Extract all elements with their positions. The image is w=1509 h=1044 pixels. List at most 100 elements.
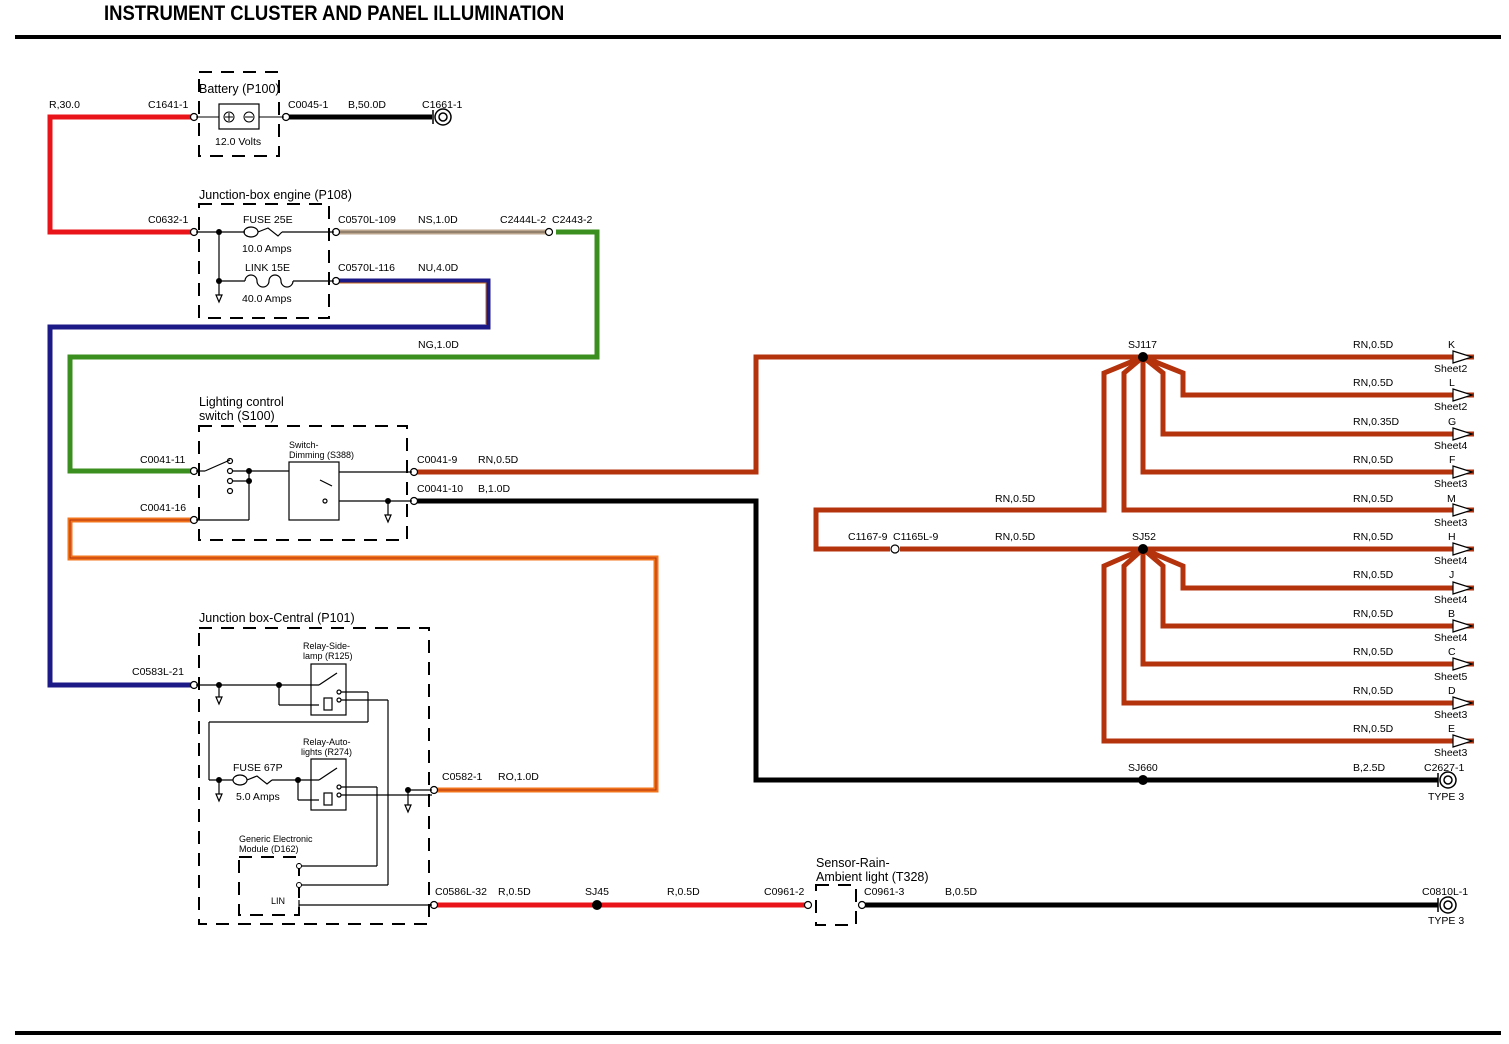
terminal-type-c2627: TYPE 3 [1428,791,1464,803]
junction-central-box [198,627,430,925]
fuse-25e-label: FUSE 25E [243,214,293,226]
wire-b10 [414,498,1438,783]
dimming-switch-box [288,461,340,521]
battery-minus-icon [243,111,255,123]
connector-c0570-116: C0570L-116 [338,262,395,274]
output-letter: G [1448,416,1456,428]
splice-sj117 [1138,352,1148,362]
splice-sj52 [1138,544,1148,554]
splice-sj660 [1138,775,1148,785]
arrow-g [1452,427,1474,441]
junction-central-internals [196,663,432,916]
connector-c1641: C1641-1 [148,99,188,111]
output-wire-label: RN,0.5D [1353,723,1394,735]
gem-lin-label: LIN [271,896,285,906]
relay-side-name-2: lamp (R125) [303,651,353,661]
wire-nu40-tracer [336,282,487,325]
fuse-67p-rating: 5.0 Amps [236,791,280,803]
wire-label-b05: B,0.5D [945,886,978,898]
output-letter: K [1448,339,1455,351]
splice-sj660-label: SJ660 [1128,762,1158,774]
link-15e-label: LINK 15E [245,262,290,274]
battery-name: Battery (P100) [199,82,280,96]
battery-box [198,71,280,157]
sensor-name-1: Sensor-Rain- [816,856,890,870]
earth-c0810 [1437,896,1457,914]
output-letter: M [1447,493,1456,505]
arrow-c [1452,657,1474,671]
arrow-f [1452,465,1474,479]
connector-c0041-16: C0041-16 [140,502,186,514]
output-wire-label: RN,0.5D [1353,608,1394,620]
connector-c0961-2: C0961-2 [764,886,804,898]
output-letter: D [1448,685,1456,697]
output-sheet: Sheet4 [1434,440,1467,452]
output-sheet: Sheet4 [1434,632,1467,644]
wire-label-b50: B,50.0D [348,99,386,111]
output-letter: E [1448,723,1455,735]
connector-c0583: C0583L-21 [132,666,184,678]
wire-nu40 [47,278,491,688]
splice-sj45-label: SJ45 [585,886,609,898]
output-letter: H [1448,531,1456,543]
output-wire-label: RN,0.5D [1353,493,1394,505]
wire-label-b10: B,1.0D [478,483,511,495]
output-sheet: Sheet3 [1434,709,1467,721]
lighting-switch-name-2: switch (S100) [199,409,275,423]
gem-name-1: Generic Electronic [239,834,313,844]
splice-sj117-label: SJ117 [1128,339,1157,351]
connector-pins [189,112,900,910]
output-sheet: Sheet3 [1434,517,1467,529]
output-letter: C [1448,646,1456,658]
connector-c1165: C1165L-9 [893,531,938,543]
connector-c2627: C2627-1 [1424,762,1464,774]
earth-c2627 [1437,771,1457,789]
sj52-branches [1101,546,1474,744]
output-letter: B [1448,608,1455,620]
fuse-67p-label: FUSE 67P [233,762,283,774]
connector-c0045: C0045-1 [288,99,328,111]
bottom-rule [15,1031,1501,1035]
fuse-25e-icon [243,226,259,238]
terminal-type-c0810: TYPE 3 [1428,915,1464,927]
output-sheet: Sheet2 [1434,363,1467,375]
fuse-25e-rating: 10.0 Amps [242,243,292,255]
fuse-67p-icon [232,774,248,786]
top-rule [15,35,1501,39]
wire-ro10 [67,517,659,793]
switch-lever-icon [204,459,231,472]
connector-c0041-10: C0041-10 [417,483,463,495]
wire-label-rn-c1165: RN,0.5D [995,531,1036,543]
gem-name-2: Module (D162) [239,844,299,854]
wire-label-ro10: RO,1.0D [498,771,539,783]
output-wire-label: RN,0.5D [1353,377,1394,389]
arrow-h [1452,542,1474,556]
connector-c0586: C0586L-32 [435,886,487,898]
arrow-j [1452,581,1474,595]
output-wire-label: RN,0.5D [1353,454,1394,466]
junction-engine-internals [196,226,334,304]
splice-sj45 [592,900,602,910]
wire-label-r30: R,30.0 [49,99,80,111]
output-wire-label: RN,0.5D [1353,646,1394,658]
junction-engine-name: Junction-box engine (P108) [199,188,352,202]
output-sheet: Sheet4 [1434,594,1467,606]
connector-c0041-9: C0041-9 [417,454,457,466]
relay-auto-lights-box [310,758,347,811]
relay-side-lamp-box [310,663,347,716]
wire-label-ns10: NS,1.0D [418,214,458,226]
lighting-switch-box [198,425,408,541]
wire-label-rn-sj117-loop: RN,0.5D [995,493,1036,505]
output-arrows [1452,350,1474,748]
page-title: INSTRUMENT CLUSTER AND PANEL ILLUMINATIO… [104,2,565,25]
output-sheet: Sheet2 [1434,401,1467,413]
output-letter: L [1449,377,1455,389]
link-15e-rating: 40.0 Amps [242,293,292,305]
earth-terminals [432,108,1457,914]
arrow-e [1452,734,1474,748]
output-wire-label: RN,0.5D [1353,569,1394,581]
arrow-l [1452,388,1474,402]
lighting-switch-name-1: Lighting control [199,395,284,409]
connector-c1167: C1167-9 [848,531,888,543]
relay-auto-name-2: lights (R274) [301,747,352,757]
